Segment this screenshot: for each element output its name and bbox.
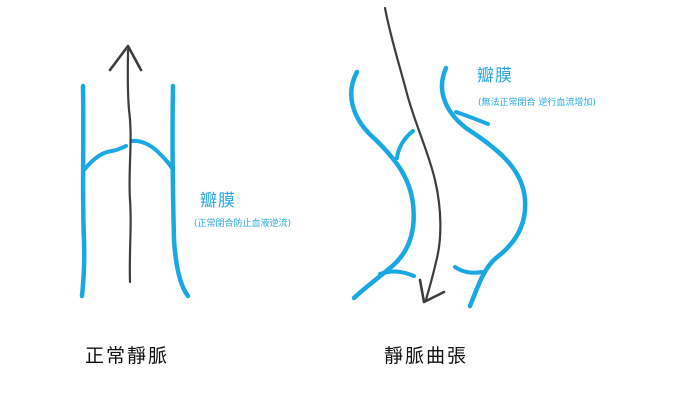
normal-vein bbox=[79, 44, 191, 299]
normal-valve-right-leaflet bbox=[130, 138, 175, 172]
varicose-vein-caption: 靜脈曲張 bbox=[384, 345, 469, 367]
varicose-valve-label: 瓣膜 bbox=[477, 66, 513, 86]
varicose-valve-upper-right bbox=[454, 110, 490, 126]
varicose-blood-flow-line bbox=[383, 6, 442, 302]
normal-vein-left-wall bbox=[79, 83, 87, 299]
normal-valve-left-leaflet bbox=[82, 144, 128, 172]
normal-vein-right-wall bbox=[170, 83, 191, 299]
varicose-vein-left-wall bbox=[349, 69, 416, 301]
normal-blood-flow-arrowhead bbox=[108, 44, 143, 72]
varicose-valve-upper-left bbox=[395, 129, 415, 160]
normal-valve-note: (正常閉合防止血液逆流) bbox=[194, 219, 292, 229]
varicose-valve-lower-right bbox=[453, 265, 484, 275]
varicose-valve-note: (無法正常閉合 逆行血流增加) bbox=[478, 98, 596, 108]
varicose-vein bbox=[349, 6, 528, 309]
normal-vein-caption: 正常靜脈 bbox=[85, 345, 170, 367]
varicose-blood-flow-arrowhead bbox=[418, 278, 446, 304]
normal-blood-flow-line bbox=[126, 48, 132, 284]
varicose-valve-lower-left bbox=[378, 269, 416, 278]
varicose-vein-right-wall bbox=[439, 65, 528, 309]
normal-valve-label: 瓣膜 bbox=[200, 191, 236, 211]
